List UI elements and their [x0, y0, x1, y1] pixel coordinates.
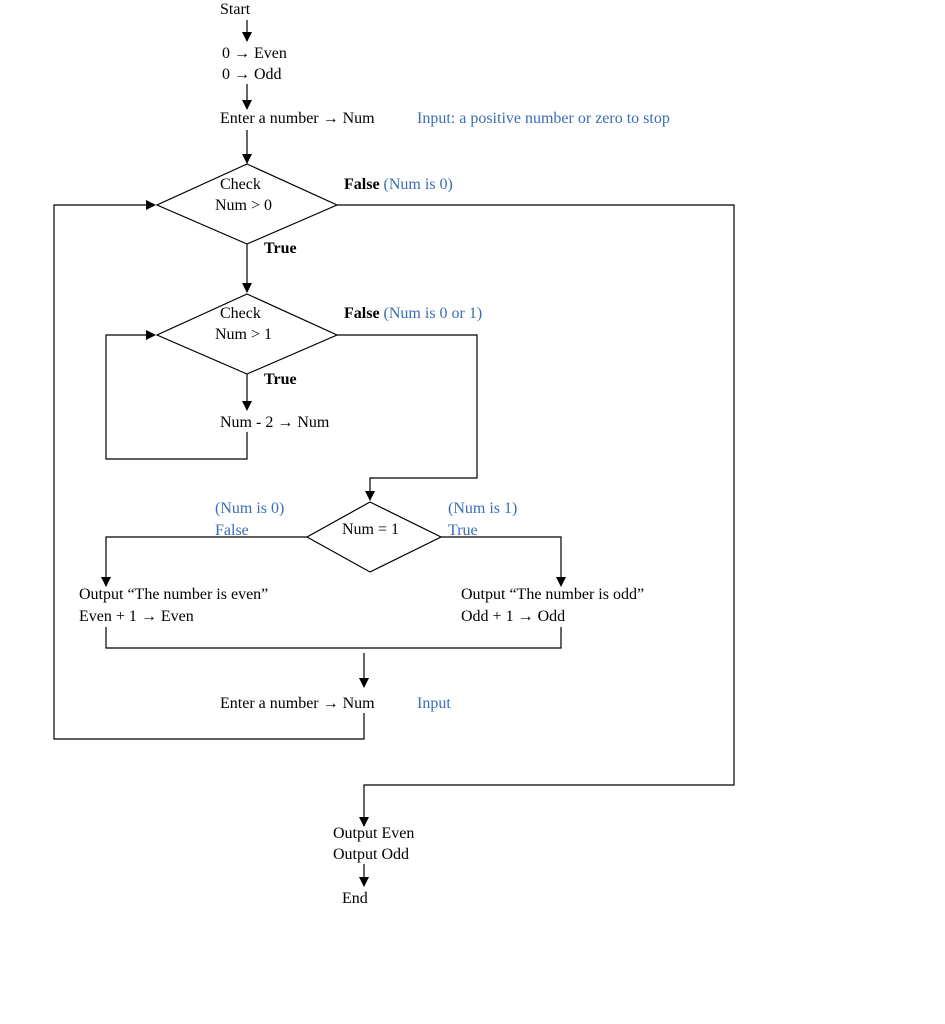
check3-text: Num = 1 — [342, 521, 399, 538]
enter-number-label: Enter a number → Num — [220, 110, 375, 127]
init-odd-label: 0 → Odd — [222, 66, 282, 83]
enter-again-label: Enter a number → Num — [220, 695, 375, 712]
enter-number-note: Input: a positive number or zero to stop — [417, 110, 670, 127]
check3-right-label: True — [448, 522, 478, 539]
arrow-even-branch — [101, 536, 307, 587]
inner-loop-arrow — [105, 330, 248, 460]
check2-true-text: True — [264, 371, 297, 388]
output-odd-label: Output Odd — [333, 846, 409, 863]
check1-true-text: True — [264, 240, 297, 257]
odd-output-line1: Output “The number is odd” — [461, 586, 644, 603]
start-label: Start — [220, 1, 251, 18]
decision-num-eq-1 — [305, 501, 443, 573]
check2-line2: Num > 1 — [215, 326, 272, 343]
enter-again-note: Input — [417, 695, 451, 712]
check1-line2: Num > 0 — [215, 197, 272, 214]
check3-left-note: (Num is 0) — [215, 500, 284, 517]
subtract-label: Num - 2 → Num — [220, 414, 330, 431]
check3-right-note: (Num is 1) — [448, 500, 517, 517]
init-even-label: 0 → Even — [222, 45, 287, 62]
arrow-check2-false — [337, 334, 478, 501]
check2-false-text: False (Num is 0 or 1) — [344, 305, 482, 322]
end-label: End — [342, 890, 368, 907]
merge-line — [105, 627, 562, 649]
check2-line1: Check — [220, 305, 261, 322]
check1-false-text: False (Num is 0) — [344, 176, 453, 193]
check1-line1: Check — [220, 176, 261, 193]
even-output-line2: Even + 1 → Even — [79, 608, 194, 625]
odd-output-line2: Odd + 1 → Odd — [461, 608, 565, 625]
check3-left-label: False — [215, 522, 249, 539]
arrow-check1-false — [337, 204, 735, 827]
arrow-odd-branch — [441, 536, 566, 587]
even-output-line1: Output “The number is even” — [79, 586, 268, 603]
output-even-label: Output Even — [333, 825, 414, 842]
outer-loop-arrow — [53, 200, 365, 740]
